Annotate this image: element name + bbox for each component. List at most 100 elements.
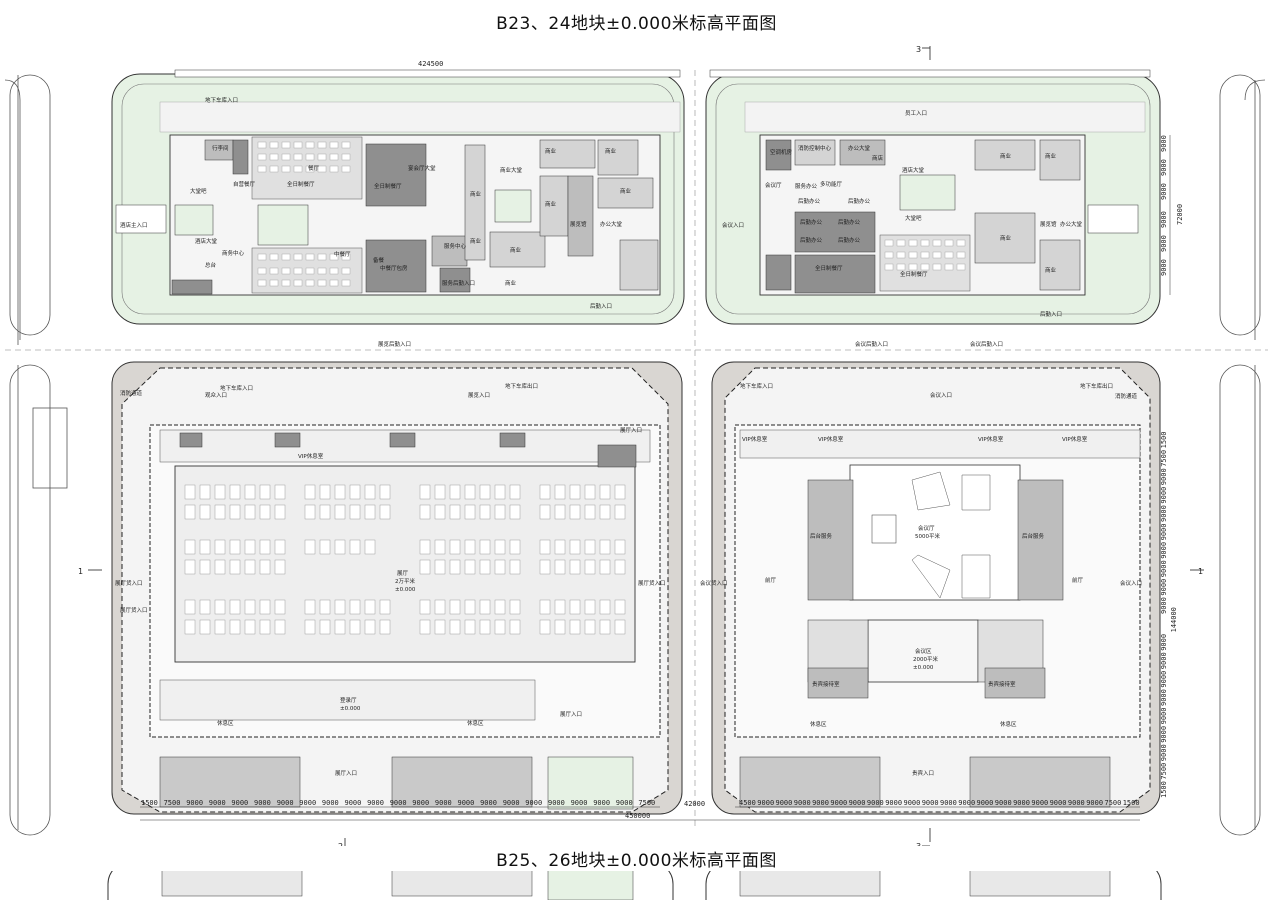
dim-br-15: 9000 <box>1013 799 1030 807</box>
b25-labels: 展厅 2万平米 ±0.000 登录厅 ±0.000 休息区 休息区 VIP休息室… <box>115 382 666 777</box>
dim-br-12: 9000 <box>958 799 975 807</box>
label-service-entrance: 服务后勤入口 <box>442 279 475 287</box>
label-south-entrance: 展厅入口 <box>335 770 357 777</box>
label-east-goods-entrance: 展厅货入口 <box>638 579 666 587</box>
dim-bl-6: 9000 <box>277 799 294 807</box>
label-chinese-restaurant: 中餐厅 <box>334 250 351 258</box>
label-hall-entrance: 展厅入口 <box>620 427 642 434</box>
label-commercial-i: 商业 <box>505 279 517 287</box>
b24-labels: 空调机房 消防控制中心 办公大堂 商店 会议厅 服务办公 多功能厅 后勤办公 后… <box>722 110 1083 318</box>
dim-br-18: 9000 <box>1068 799 1085 807</box>
label-east-lounge: 前厅 <box>1072 576 1084 584</box>
label-back-office-e: 后勤办公 <box>800 236 823 244</box>
label-guest-reception-a: 贵宾接待室 <box>812 680 840 688</box>
label-vip-c: VIP休息室 <box>978 435 1004 443</box>
label-conference-east: 会议入口 <box>1120 579 1142 587</box>
label-lobby-bar-b: 大堂吧 <box>905 214 922 222</box>
block-b24 <box>705 69 1161 325</box>
dim-bl-8: 9000 <box>322 799 339 807</box>
dim-bl-7: 9000 <box>299 799 316 807</box>
label-underground-entrance: 地下车库入口 <box>205 96 238 104</box>
label-exhibition-b24: 展览馆 <box>1040 220 1057 228</box>
dim-bl-3: 9000 <box>209 799 226 807</box>
label-expo-back-entrance: 展览后勤入口 <box>378 340 411 348</box>
section-mark-3-top: 3 <box>916 45 921 54</box>
dim-br-7: 9000 <box>867 799 884 807</box>
label-all-day-kitchen: 全日制餐厅 <box>374 182 402 190</box>
dim-bl-12: 9000 <box>412 799 429 807</box>
dim-brv-13: 9000 <box>1160 671 1168 688</box>
label-commercial-lobby: 商业大堂 <box>500 166 523 174</box>
dim-br-9: 9000 <box>904 799 921 807</box>
dim-brv-6: 9000 <box>1160 542 1168 559</box>
dim-brv-1: 7500 <box>1160 450 1168 467</box>
section-mark-1-right: 1 <box>1198 567 1203 576</box>
dim-brv-18: 7500 <box>1160 763 1168 780</box>
block-b25 <box>111 361 683 815</box>
label-back-office-f: 后勤办公 <box>838 236 861 244</box>
dim-brv-4: 9000 <box>1160 505 1168 522</box>
dim-bl-13: 9000 <box>435 799 452 807</box>
dim-total-top: 424500 <box>418 60 443 68</box>
dim-bl-18: 9000 <box>548 799 565 807</box>
label-backstage-b: 后台服务 <box>1022 532 1045 540</box>
label-commercial-e: 商业 <box>545 200 557 208</box>
label-back-office-a: 后勤办公 <box>798 197 821 205</box>
label-conference-goods: 会议货入口 <box>700 579 728 587</box>
label-registration-hall: 登录厅 <box>340 696 357 704</box>
label-hotel-lobby: 酒店大堂 <box>195 237 218 245</box>
label-foyer-level: ±0.000 <box>913 665 934 671</box>
label-commercial-b: 商业 <box>470 190 482 198</box>
dim-br-20: 7500 <box>1105 799 1122 807</box>
label-car-entrance-b25: 地下车库入口 <box>220 384 253 392</box>
dim-v-3: 9000 <box>1160 183 1168 200</box>
dim-br-13: 9000 <box>977 799 994 807</box>
label-commercial-b24-c: 商业 <box>1000 234 1012 242</box>
label-office-lobby-b24: 办公大堂 <box>1060 220 1083 228</box>
label-front-desk: 总台 <box>205 261 217 269</box>
label-banquet-lobby: 宴会厅大堂 <box>408 164 436 172</box>
label-fire-lane: 消防通道 <box>120 389 143 397</box>
label-car-exit-b26: 地下车库出口 <box>1080 382 1113 390</box>
section-mark-1-left: 1 <box>78 567 83 576</box>
label-fire-lane-b26: 消防通道 <box>1115 392 1138 400</box>
label-vip-b: VIP休息室 <box>818 435 844 443</box>
label-registration-level: ±0.000 <box>340 706 361 712</box>
dim-v-2: 9000 <box>1160 159 1168 176</box>
dim-bl-4: 9000 <box>231 799 248 807</box>
dim-brv-11: 9000 <box>1160 634 1168 651</box>
dim-br-10: 9000 <box>922 799 939 807</box>
label-theatre: 会议厅 <box>918 524 935 532</box>
dim-v-6: 9000 <box>1160 259 1168 276</box>
dim-v-5: 9000 <box>1160 235 1168 252</box>
label-rest-area-d: 休息区 <box>1000 720 1017 728</box>
dim-br-16: 9000 <box>1031 799 1048 807</box>
label-foyer: 会议区 <box>915 647 932 655</box>
dim-brv-0: 1500 <box>1160 432 1168 449</box>
label-ac-room: 空调机房 <box>770 148 793 156</box>
label-restaurant: 餐厅 <box>308 164 320 172</box>
dim-br-1: 9000 <box>757 799 774 807</box>
label-commercial-b24-a: 商业 <box>1000 152 1012 160</box>
label-commercial-f: 商业 <box>545 147 557 155</box>
label-theatre-area: 5000平米 <box>915 532 940 540</box>
dim-bl-19: 9000 <box>571 799 588 807</box>
dim-bl-17: 9000 <box>525 799 542 807</box>
dim-v-4: 9000 <box>1160 211 1168 228</box>
dims-bottom <box>140 806 1140 821</box>
b23-labels: 行李间 大堂吧 酒店大堂 总台 商务中心 自营餐厅 全日制餐厅 全日制餐厅 餐厅… <box>120 96 632 310</box>
label-self-dining: 自营餐厅 <box>233 180 256 188</box>
label-se-entrance: 展厅入口 <box>560 711 582 718</box>
block-b26 <box>711 361 1161 815</box>
label-expo-hall: 展厅 <box>397 570 409 577</box>
label-rest-area-a: 休息区 <box>217 719 234 727</box>
dim-br-4: 9000 <box>812 799 829 807</box>
label-commercial-c: 商业 <box>470 237 482 245</box>
dim-brv-5: 9000 <box>1160 524 1168 541</box>
dim-total-bottom: 450000 <box>625 812 650 820</box>
label-staff-entrance: 员工入口 <box>905 110 927 117</box>
dim-br-21: 1500 <box>1123 799 1140 807</box>
